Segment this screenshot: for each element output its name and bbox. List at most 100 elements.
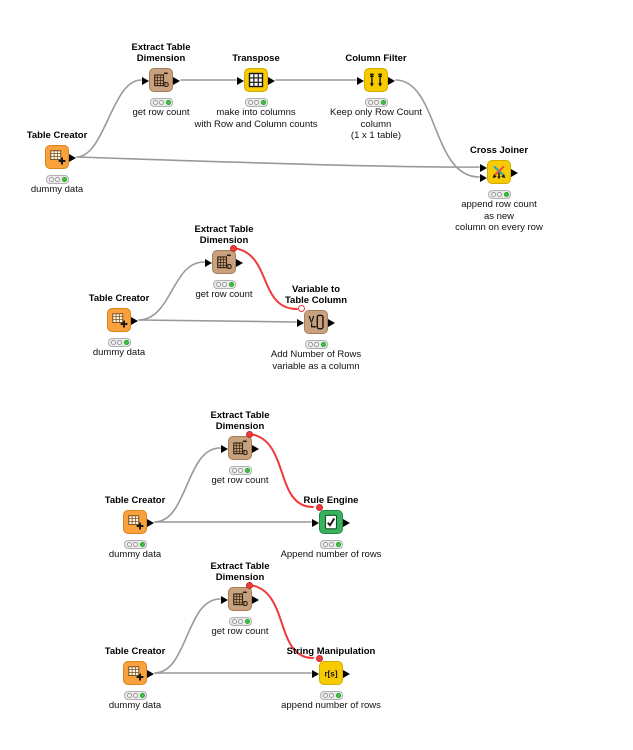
transpose-icon [248,72,264,88]
traffic-light [229,617,252,626]
status-red [231,468,237,473]
traffic-light [124,691,147,700]
status-red [215,282,221,287]
output-port[interactable] [236,259,243,267]
input-port[interactable] [221,445,228,453]
node-annotation: get row count [211,475,268,487]
output-port[interactable] [268,77,275,85]
output-port[interactable] [343,519,350,527]
node-annotation-line: (1 x 1 table) [350,130,402,141]
node-string-manipulation[interactable]: r[s] String Manipulation append number o… [281,646,381,711]
svg-text:D: D [243,601,248,608]
output-port[interactable] [343,670,350,678]
status-yellow [238,468,243,473]
variable-to-table-column-icon: V [309,315,324,330]
input-port[interactable] [312,670,319,678]
traffic-light [320,691,343,700]
status-red [126,693,132,698]
traffic-light [124,540,147,549]
status-yellow [159,100,164,105]
output-port[interactable] [147,519,154,527]
input-port[interactable] [297,319,304,327]
output-port[interactable] [131,317,138,325]
status-red [48,177,54,182]
output-port[interactable] [69,154,76,162]
node-rule-engine[interactable]: Rule Engine Append number of rows [281,495,382,560]
flow-variable-output-port[interactable] [230,245,237,252]
node-annotation-line: dummy data [92,347,146,358]
output-port[interactable] [147,670,154,678]
node-title-line: Dimension [215,572,265,583]
node-title-line: Table Creator [104,646,166,657]
input-port-2[interactable] [480,174,487,182]
node-title-line: Rule Engine [303,495,359,506]
input-port[interactable] [237,77,244,85]
flow-variable-output-port[interactable] [246,582,253,589]
node-annotation-line: append row count [461,199,537,210]
node-title: Rule Engine [304,495,359,506]
connection [76,79,142,158]
status-yellow [329,542,334,547]
status-green [139,542,145,547]
input-port-1[interactable] [480,164,487,172]
node-table-creator-3[interactable]: Table Creator dummy data [105,495,166,560]
output-port[interactable] [252,596,259,604]
status-red [231,619,237,624]
output-port[interactable] [388,77,395,85]
svg-text:V: V [309,315,315,325]
node-annotation-line: column on every row [455,222,543,233]
status-yellow [254,100,259,105]
flow-variable-input-port[interactable] [316,504,323,511]
traffic-light [108,338,131,347]
input-port[interactable] [205,259,212,267]
flow-variable-input-port[interactable] [316,655,323,662]
input-port[interactable] [312,519,319,527]
input-port[interactable] [142,77,149,85]
flow-variable-output-port[interactable] [246,431,253,438]
status-yellow [238,619,243,624]
node-title: Table Creator [105,495,166,506]
node-annotation: dummy data [109,549,161,561]
output-port[interactable] [511,169,518,177]
output-port[interactable] [252,445,259,453]
status-yellow [133,693,138,698]
svg-text:D: D [164,82,169,89]
extract-table-dimension-icon: D [233,440,248,457]
node-table-creator-2[interactable]: Table Creator dummy data [89,293,150,358]
input-port[interactable] [357,77,364,85]
status-yellow [497,192,502,197]
node-table-creator-4[interactable]: Table Creator dummy data [105,646,166,711]
output-port[interactable] [328,319,335,327]
input-port[interactable] [221,596,228,604]
status-yellow [222,282,227,287]
node-annotation: get row count [195,289,252,301]
node-annotation-line: dummy data [108,700,162,711]
flow-variable-connection [248,433,314,508]
connection [138,261,205,321]
flow-variable-connection [232,247,298,310]
node-table-creator-1[interactable]: Table Creator dummy data [27,130,88,195]
status-red [490,192,496,197]
output-port[interactable] [173,77,180,85]
flow-variable-input-port[interactable] [298,305,305,312]
status-green [165,100,171,105]
node-title: Column Filter [345,53,406,64]
node-annotation-line: Add Number of Rows [270,349,362,360]
status-green [61,177,67,182]
node-title: Transpose [232,53,280,64]
